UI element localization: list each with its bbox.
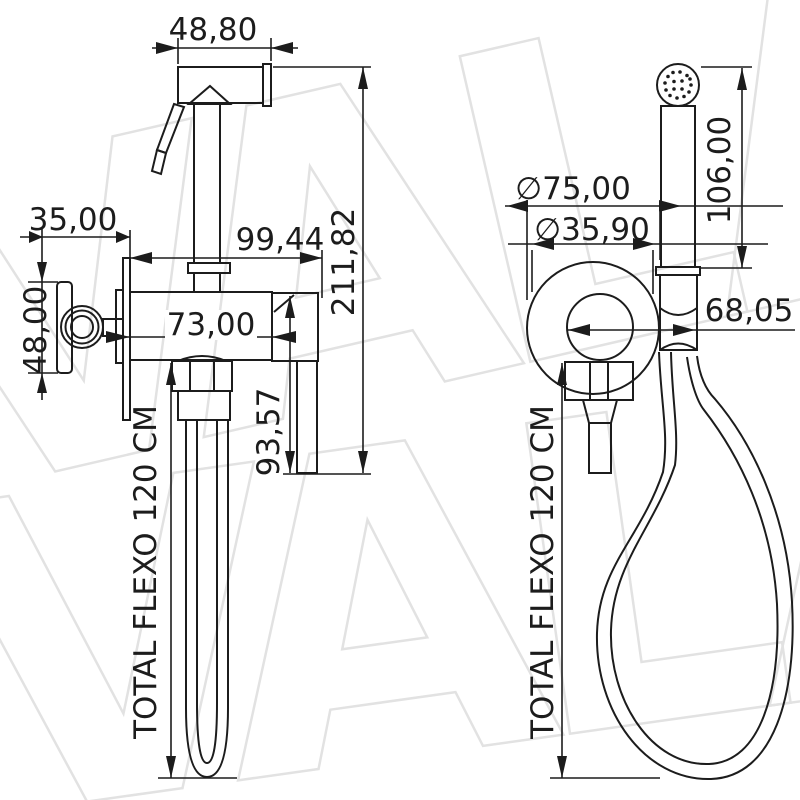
front-view-fixture <box>526 63 794 781</box>
dim-handle-length-label: 93,57 <box>251 388 287 477</box>
arrowhead <box>532 238 554 250</box>
holder-cup-rim <box>659 307 698 316</box>
arrowhead <box>285 296 295 318</box>
trigger-lever-tip <box>150 148 168 176</box>
side-view-fixture <box>56 63 319 779</box>
hose-nut-dome <box>177 355 227 362</box>
side-view-dimensions: 48,80 35,00 48,00 99,44 73,00 211,82 <box>18 12 371 779</box>
inlet-shaft <box>588 422 612 474</box>
wall-plate-hub <box>566 293 634 361</box>
arrowhead <box>37 373 47 393</box>
valve-wheel-mid <box>64 309 100 345</box>
hose-connector <box>177 390 231 421</box>
arrowhead <box>659 200 681 212</box>
arrowhead <box>633 238 655 250</box>
label-mask <box>165 310 257 340</box>
arrowhead <box>116 231 130 243</box>
arrowhead <box>358 451 368 473</box>
arrowhead <box>737 246 747 268</box>
dim-body-width-label: 73,00 <box>167 307 256 343</box>
dim-total-height-label: 211,82 <box>326 208 362 316</box>
arrowhead <box>130 252 152 264</box>
arrowhead <box>557 363 567 385</box>
holder-shaft <box>296 360 318 474</box>
arrowhead <box>166 363 176 385</box>
outlet-block <box>271 292 319 362</box>
wall-plate-front <box>526 261 660 395</box>
hose-length-note: TOTAL FLEXO 120 CM <box>525 405 561 740</box>
dim-depth-label: 99,44 <box>236 222 325 258</box>
arrowhead <box>285 451 295 473</box>
holder-cup <box>659 274 698 351</box>
dim-valve-height-label: 48,00 <box>18 286 54 375</box>
arrowhead <box>507 200 528 212</box>
arrowhead <box>568 324 590 336</box>
dim-valve-offset-label: 35,00 <box>29 202 118 238</box>
hose-loop-outer <box>185 420 229 779</box>
dim-inner-dia-label: ∅35,90 <box>534 212 650 248</box>
hose-loop-inner <box>196 420 218 765</box>
arrowhead <box>737 68 747 90</box>
dim-head-width-label: 48,80 <box>169 12 258 48</box>
arrowhead <box>106 331 130 343</box>
dim-height-label: 106,00 <box>702 116 738 224</box>
spray-nozzle-dots <box>663 70 693 100</box>
arrowhead <box>300 252 322 264</box>
arrowhead <box>156 42 178 54</box>
arrowhead <box>673 324 695 336</box>
arrowhead <box>557 756 567 778</box>
hose-loop-inner <box>609 351 779 766</box>
arrowhead <box>166 756 176 778</box>
holder-cup-base <box>659 342 698 351</box>
arrowhead <box>29 231 43 243</box>
arrowhead <box>271 42 293 54</box>
valve-wheel-inner <box>70 315 94 339</box>
front-view-dimensions: 106,00 ∅75,00 ∅35,90 68,05 TOTAL FLEXO 1… <box>505 66 795 779</box>
hose-length-note: TOTAL FLEXO 120 CM <box>128 405 164 740</box>
arrowhead <box>37 262 47 282</box>
arrowhead <box>358 67 368 89</box>
dim-holder-offset-label: 68,05 <box>705 293 794 329</box>
dim-plate-dia-label: ∅75,00 <box>515 171 631 207</box>
spray-head-end-ring <box>262 63 272 107</box>
hose-loop-outer <box>595 351 794 781</box>
